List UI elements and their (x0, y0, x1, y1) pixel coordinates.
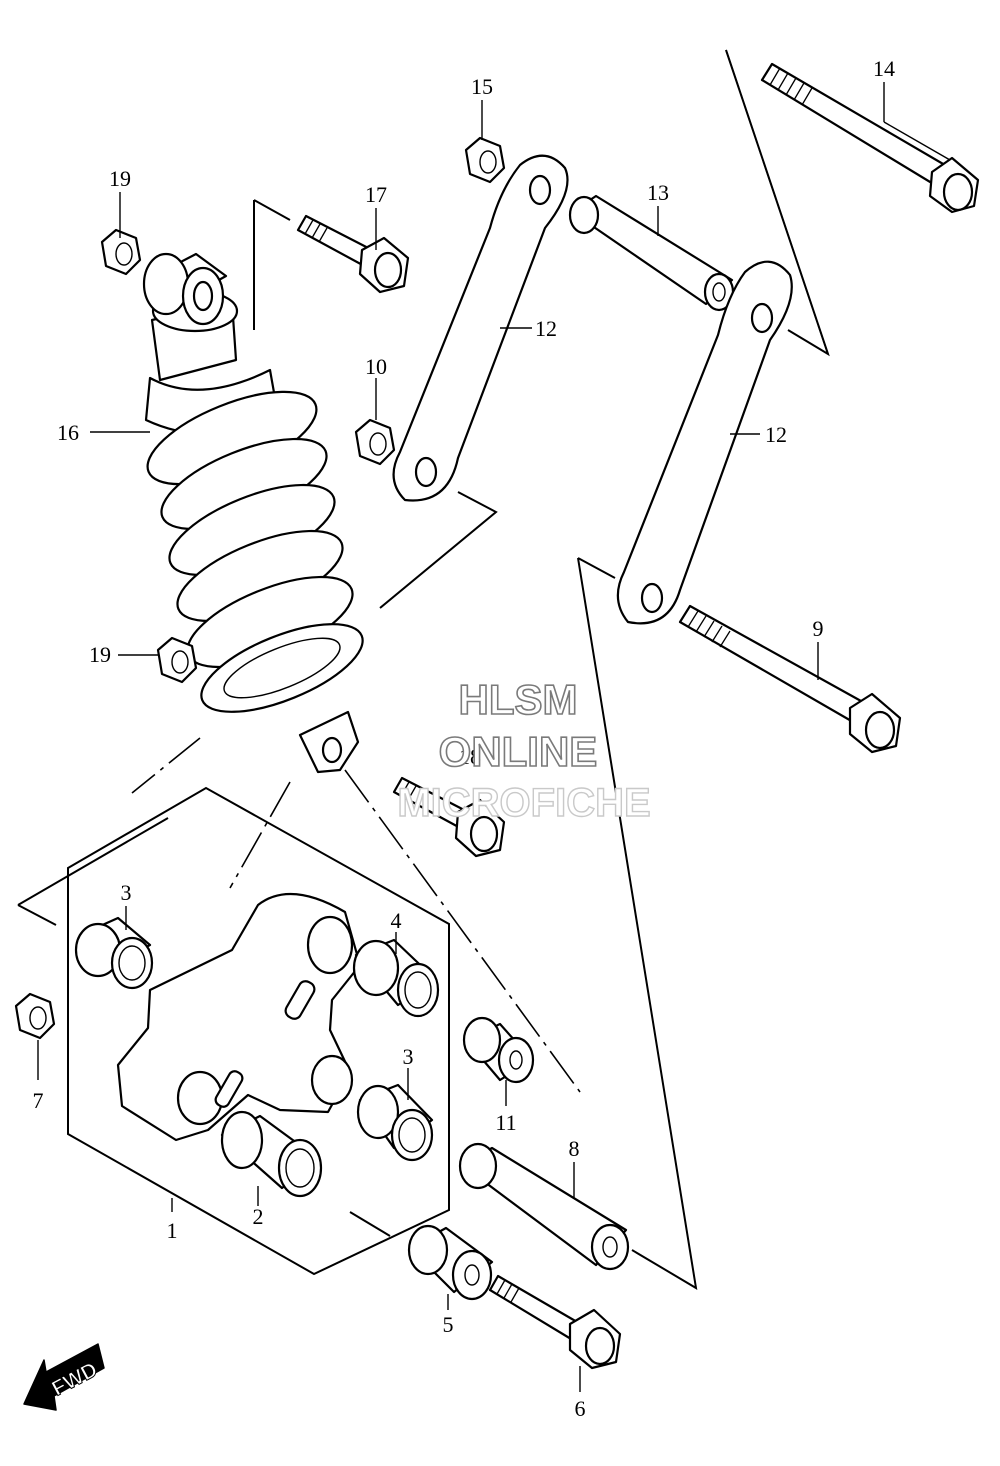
part-numbers: 1 2 3 3 4 5 6 7 8 9 10 11 12 12 13 14 15… (33, 56, 896, 1421)
part-label-4: 4 (391, 908, 402, 933)
cushion-lever (116, 893, 362, 1142)
part-label-3-upper: 3 (121, 880, 132, 905)
spacer-13 (568, 194, 735, 312)
part-label-13: 13 (647, 180, 669, 205)
part-label-19-upper: 19 (109, 166, 131, 191)
fwd-direction-badge: FWD (23, 1343, 105, 1411)
center-lines (131, 49, 829, 1093)
spacer-11 (462, 1016, 535, 1084)
part-label-1: 1 (167, 1218, 178, 1243)
coil-spring (146, 390, 364, 713)
bearing-3-upper (74, 916, 154, 990)
watermark-line-2: ONLINE (439, 728, 598, 775)
watermark: HLSM ONLINE MICROFICHE (397, 675, 652, 826)
part-label-15: 15 (471, 74, 493, 99)
nut-10 (354, 418, 396, 466)
part-label-19-lower: 19 (89, 642, 111, 667)
bolt-18 (392, 776, 506, 858)
watermark-line-1: HLSM (459, 676, 578, 723)
part-label-7: 7 (33, 1088, 44, 1113)
cushion-rod-left (392, 154, 569, 502)
bearing-4 (352, 938, 440, 1018)
part-label-9: 9 (813, 616, 824, 641)
part-label-17: 17 (365, 182, 387, 207)
watermark-line-3: MICROFICHE (397, 781, 650, 825)
leader-lines (37, 82, 951, 1392)
bolt-6 (488, 1274, 622, 1370)
bolt-17 (296, 214, 410, 294)
part-label-5: 5 (443, 1312, 454, 1337)
part-label-11: 11 (495, 1110, 516, 1135)
nut-19-upper (100, 228, 142, 276)
spacer-5 (407, 1224, 494, 1301)
bolt-14 (760, 62, 980, 214)
part-label-12-left: 12 (535, 316, 557, 341)
bearing-3-lower (356, 1083, 434, 1162)
bolt-9 (678, 604, 902, 754)
part-label-10: 10 (365, 354, 387, 379)
cushion-rod-right (616, 260, 793, 625)
bearing-2 (220, 1110, 323, 1198)
part-label-3-lower: 3 (403, 1044, 414, 1069)
part-label-18: 18 (459, 744, 481, 769)
nut-7 (14, 992, 56, 1040)
nut-15 (464, 136, 506, 184)
spacer-8 (458, 1142, 630, 1271)
part-label-12-right: 12 (765, 422, 787, 447)
part-label-14: 14 (873, 56, 895, 81)
part-label-2: 2 (253, 1204, 264, 1229)
shock-absorber (142, 252, 364, 774)
nut-19-lower (156, 636, 198, 684)
part-label-8: 8 (569, 1136, 580, 1161)
part-label-6: 6 (575, 1396, 586, 1421)
part-label-16: 16 (57, 420, 79, 445)
